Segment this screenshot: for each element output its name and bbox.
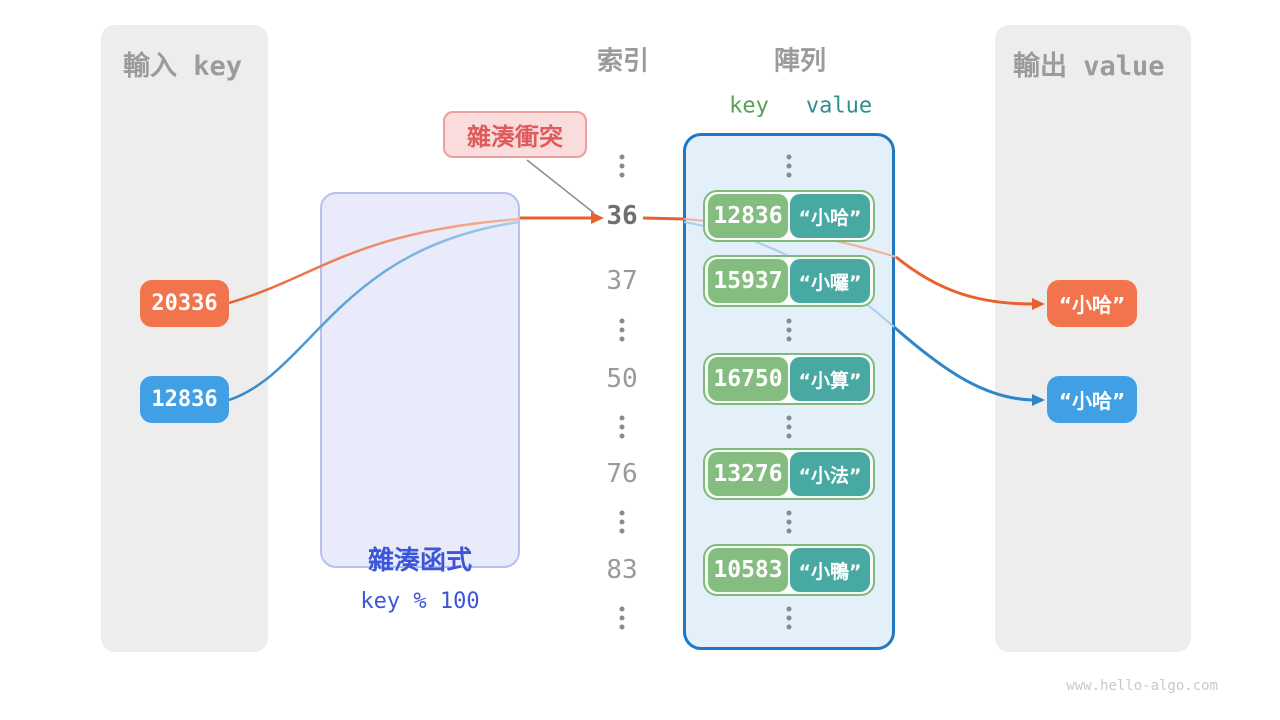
index-ellipsis [619,154,625,178]
output-value-box-blue: “小哈” [1047,376,1137,423]
bucket-pair-37: 15937 “小囉” [703,255,875,307]
index-ellipsis [619,606,625,630]
bucket-value: “小鴨” [790,548,870,592]
bucket-key: 15937 [708,259,788,303]
index-label-37: 37 [606,266,638,296]
array-ellipsis [786,415,792,439]
input-key-box-12836: 12836 [140,376,229,423]
index-column-header: 索引 [596,46,650,77]
bucket-key: 10583 [708,548,788,592]
hash-function-title: 雜湊函式 [367,546,472,576]
bucket-key: 13276 [708,452,788,496]
array-ellipsis [786,154,792,178]
hash-function-formula: key % 100 [360,589,480,614]
array-column-header: 陣列 [773,46,827,77]
line-index-to-array [642,216,685,221]
input-key-box-20336: 20336 [140,280,229,327]
input-panel-title: 輸入 key [123,51,243,82]
index-ellipsis [619,415,625,439]
bucket-value: “小囉” [790,259,870,303]
array-ellipsis [786,318,792,342]
bucket-key: 12836 [708,194,788,238]
hash-collision-label: 雜湊衝突 [443,111,587,158]
index-label-83: 83 [606,555,638,585]
arrowhead-hash-to-index [591,212,604,224]
bucket-pair-50: 16750 “小算” [703,353,875,405]
bucket-value: “小法” [790,452,870,496]
bucket-key: 16750 [708,357,788,401]
hash-function-box: 雜湊函式 key % 100 [320,192,520,614]
bucket-value: “小哈” [790,194,870,238]
output-panel-title: 輸出 value [1013,51,1165,82]
collision-pointer-line [526,159,595,214]
index-ellipsis [619,318,625,342]
index-label-76: 76 [606,459,638,489]
array-value-header: value [805,93,873,119]
bucket-pair-76: 13276 “小法” [703,448,875,500]
output-value-box-orange: “小哈” [1047,280,1137,327]
bucket-value: “小算” [790,357,870,401]
index-label-50: 50 [606,364,638,394]
output-panel [995,25,1191,652]
watermark: www.hello-algo.com [1066,678,1218,694]
index-ellipsis [619,510,625,534]
array-ellipsis [786,606,792,630]
bucket-pair-83: 10583 “小鴨” [703,544,875,596]
array-ellipsis [786,510,792,534]
array-key-header: key [729,93,769,119]
input-panel [101,25,268,652]
index-label-36: 36 [606,201,638,231]
bucket-pair-36: 12836 “小哈” [703,190,875,242]
